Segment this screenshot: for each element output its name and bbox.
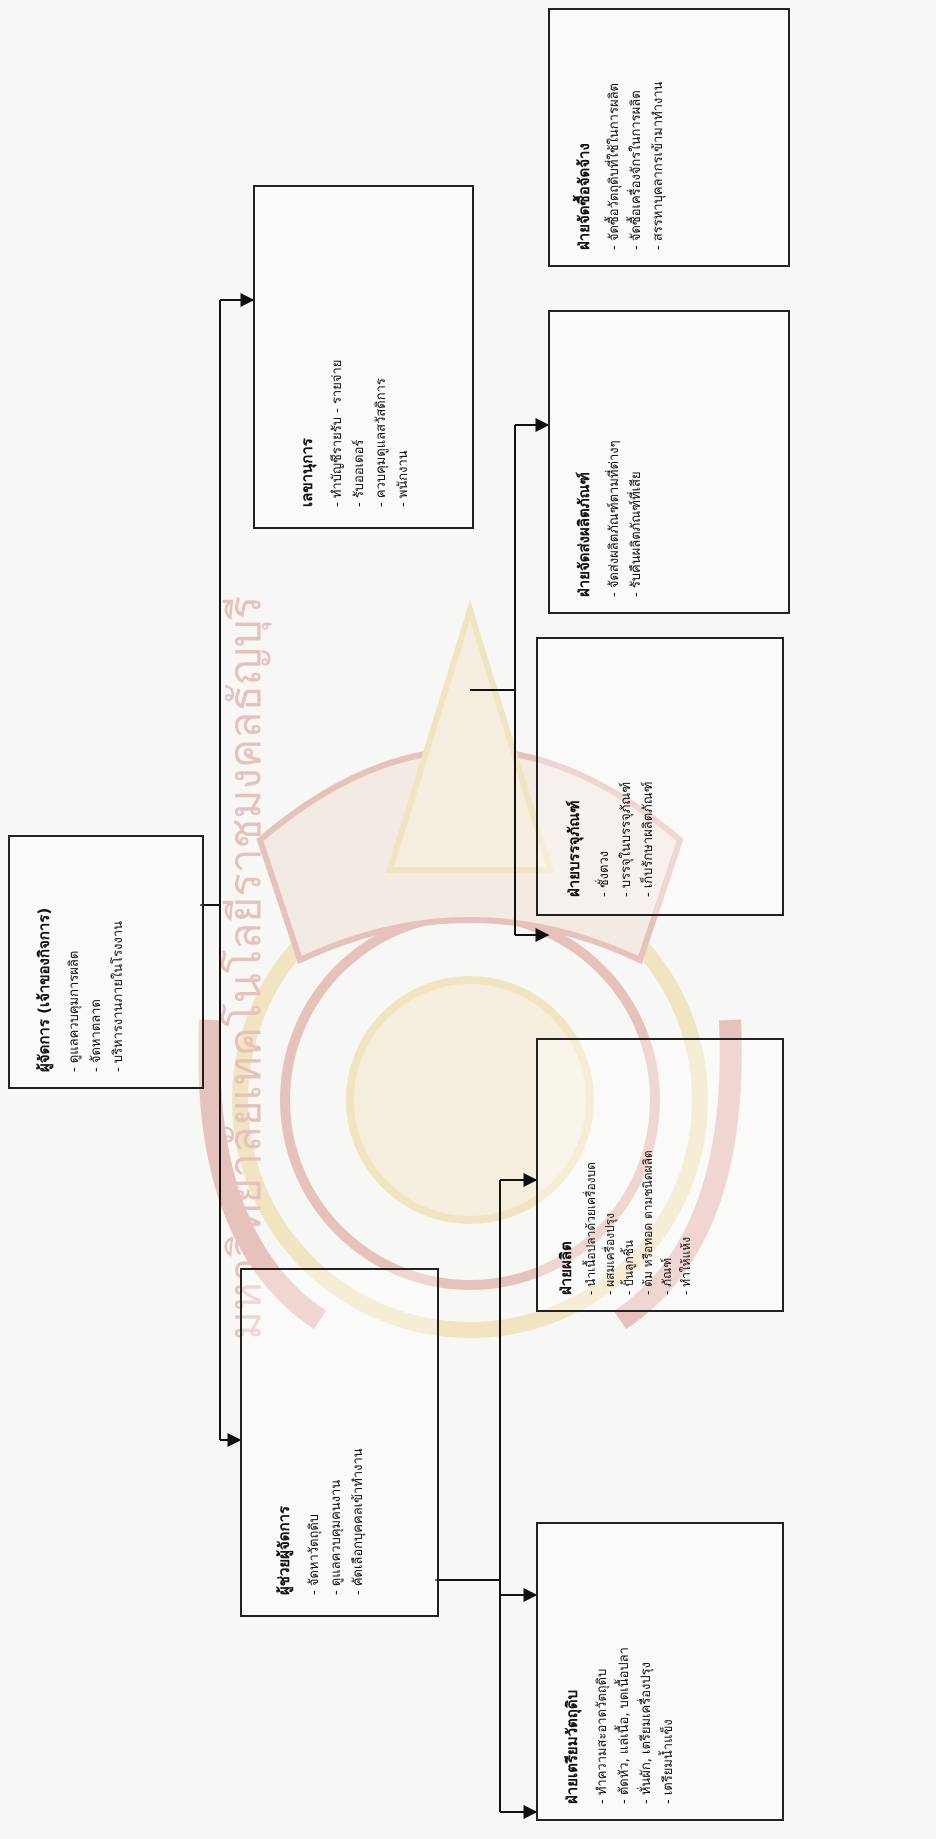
assistant-manager-box: ผู้ช่วยผู้จัดการ จัดหาวัตถุดิบ ดูแลควบคุ… [240, 1268, 439, 1617]
production-duty: ทำให้แห้ง [677, 1045, 696, 1295]
packaging-box: ฝ่ายบรรจุภัณฑ์ ชั่งตวง บรรจุในบรรจุภัณฑ์… [536, 637, 784, 916]
procurement-box: ฝ่ายจัดซื้อจัดจ้าง จัดซื้อวัตถุดิบที่ใช้… [548, 8, 790, 267]
manager-box: ผู้จัดการ (เจ้าของกิจการ) ดูแลควบคุมการผ… [8, 835, 204, 1089]
delivery-duty: รับคืนผลิตภัณฑ์ที่เสีย [626, 327, 648, 597]
production-duty: นำเนื้อปลาด้วยเครื่องบด [582, 1045, 601, 1295]
procurement-title: ฝ่ายจัดซื้อจัดจ้าง [575, 143, 593, 250]
assistant-manager-title: ผู้ช่วยผู้จัดการ [275, 1505, 293, 1595]
secretary-title: เลขานุการ [298, 438, 316, 507]
secretary-duty: รับออเดอร์ [349, 207, 371, 507]
raw-material-duty: ทำความสะอาดวัตถุดิบ [592, 1534, 614, 1804]
delivery-title: ฝ่ายจัดส่งผลิตภัณฑ์ [575, 472, 593, 597]
secretary-duty-list: ทำบัญชีรายรับ - รายจ่าย รับออเดอร์ ควบคุ… [327, 207, 415, 507]
raw-material-duty: เตรียมน้ำแข็ง [658, 1534, 680, 1804]
university-seal-watermark: มหาวิทยาลัยเทคโนโลยีราชมงคลธัญบุรี [198, 596, 742, 1340]
packaging-duty: เก็บรักษาผลิตภัณฑ์ [638, 647, 660, 897]
packaging-duty-list: ชั่งตวง บรรจุในบรรจุภัณฑ์ เก็บรักษาผลิตภ… [594, 647, 660, 897]
production-duty: ภัณฑ์ [658, 1045, 677, 1295]
production-title: ฝ่ายผลิต [557, 1241, 575, 1295]
procurement-duty: จัดซื้อเครื่องจักรในการผลิต [626, 20, 648, 250]
procurement-duty: จัดซื้อวัตถุดิบที่ใช้ในการผลิต [604, 20, 626, 250]
raw-material-duty-list: ทำความสะอาดวัตถุดิบ ตัดหัว, แล่เนื้อ, บด… [592, 1534, 680, 1804]
packaging-duty: บรรจุในบรรจุภัณฑ์ [616, 647, 638, 897]
secretary-box: เลขานุการ ทำบัญชีรายรับ - รายจ่าย รับออเ… [253, 185, 474, 529]
raw-material-duty: ตัดหัว, แล่เนื้อ, บดเนื้อปลา [614, 1534, 636, 1804]
assistant-manager-duty: คัดเลือกบุคคลเข้าทำงาน [348, 1295, 370, 1595]
assistant-manager-duty-list: จัดหาวัตถุดิบ ดูแลควบคุมคนงาน คัดเลือกบุ… [304, 1295, 370, 1595]
manager-duty: ดูแลควบคุมการผลิต [64, 852, 86, 1072]
secretary-duty: ควบคุมดูแลสวัสดิการ [371, 207, 393, 507]
procurement-duty: สรรหาบุคลากรเข้ามาทำงาน [648, 20, 670, 250]
manager-duty-list: ดูแลควบคุมการผลิต จัดหาตลาด บริหารงานภาย… [64, 852, 130, 1072]
production-duty: ต้ม หรือทอด ตามชนิดผลิต [639, 1045, 658, 1295]
delivery-box: ฝ่ายจัดส่งผลิตภัณฑ์ จัดส่งผลิตภัณฑ์ตามที… [548, 310, 790, 614]
delivery-duty: จัดส่งผลิตภัณฑ์ตามที่ต่างๆ [604, 327, 626, 597]
raw-material-box: ฝ่ายเตรียมวัตถุดิบ ทำความสะอาดวัตถุดิบ ต… [536, 1522, 784, 1821]
svg-text:มหาวิทยาลัยเทคโนโลยีราชมงคลธัญ: มหาวิทยาลัยเทคโนโลยีราชมงคลธัญบุรี [220, 596, 272, 1340]
raw-material-duty: หั่นผัก, เตรียมเครื่องปรุง [636, 1534, 658, 1804]
packaging-title: ฝ่ายบรรจุภัณฑ์ [565, 800, 583, 897]
assistant-manager-duty: จัดหาวัตถุดิบ [304, 1295, 326, 1595]
packaging-duty: ชั่งตวง [594, 647, 616, 897]
manager-title: ผู้จัดการ (เจ้าของกิจการ) [35, 907, 53, 1072]
production-duty-list: นำเนื้อปลาด้วยเครื่องบด ผสมเครื่องปรุง ป… [582, 1045, 696, 1295]
production-duty: ปั้นลูกชิ้น [620, 1045, 639, 1295]
delivery-duty-list: จัดส่งผลิตภัณฑ์ตามที่ต่างๆ รับคืนผลิตภัณ… [604, 327, 648, 597]
raw-material-title: ฝ่ายเตรียมวัตถุดิบ [563, 1689, 581, 1804]
manager-duty: จัดหาตลาด [86, 852, 108, 1072]
manager-duty: บริหารงานภายในโรงงาน [108, 852, 130, 1072]
secretary-duty: ทำบัญชีรายรับ - รายจ่าย [327, 207, 349, 507]
production-box: ฝ่ายผลิต นำเนื้อปลาด้วยเครื่องบด ผสมเครื… [536, 1038, 784, 1312]
secretary-duty: พนักงาน [393, 207, 415, 507]
assistant-manager-duty: ดูแลควบคุมคนงาน [326, 1295, 348, 1595]
procurement-duty-list: จัดซื้อวัตถุดิบที่ใช้ในการผลิต จัดซื้อเค… [604, 20, 670, 250]
production-duty: ผสมเครื่องปรุง [601, 1045, 620, 1295]
